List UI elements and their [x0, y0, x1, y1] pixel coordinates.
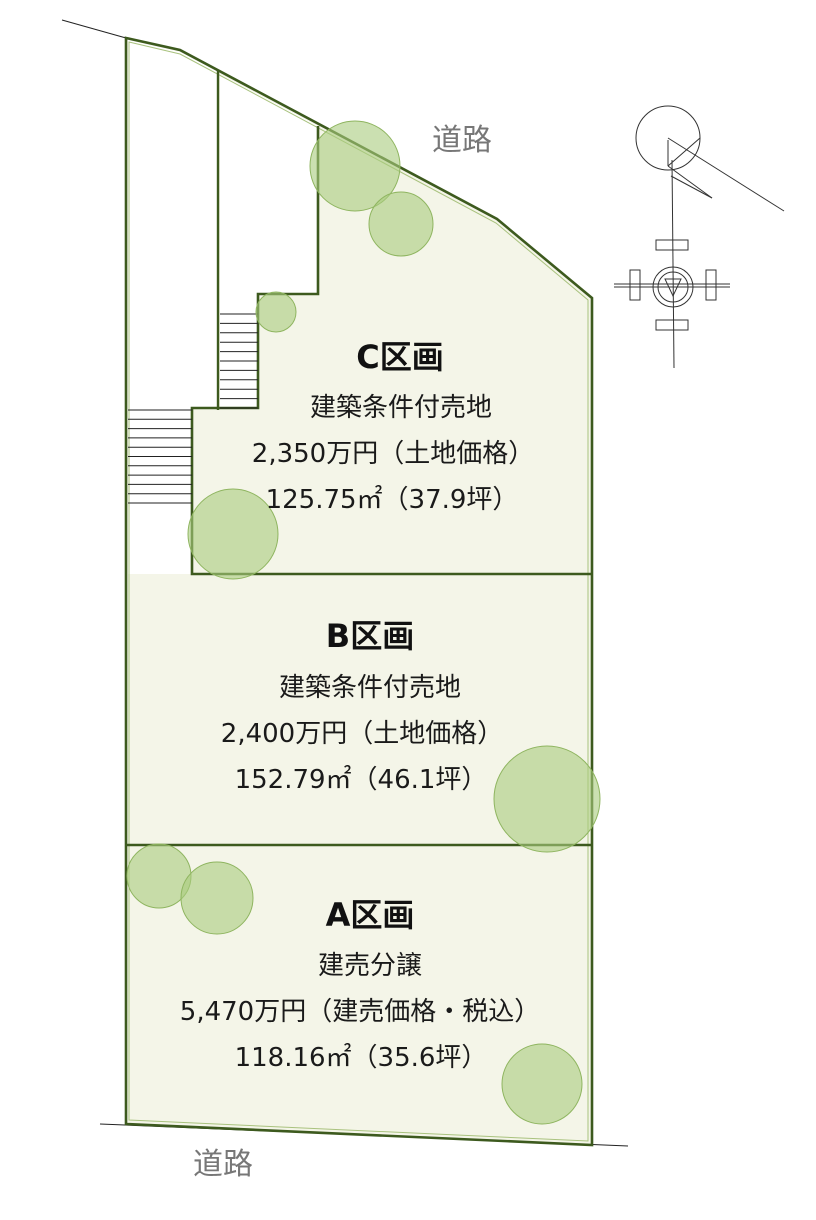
lot-c-price: 2,350万円（土地価格） — [252, 439, 534, 469]
lot-c-area: 125.75㎡（37.9坪） — [266, 485, 519, 515]
stairs-lower — [128, 409, 192, 504]
tree — [493, 745, 601, 853]
lot-a-title: A区画 — [326, 896, 415, 934]
tree — [187, 488, 279, 580]
north-arrow-icon — [614, 159, 730, 369]
stairs-upper — [220, 313, 258, 409]
lot-b-price: 2,400万円（土地価格） — [221, 719, 503, 749]
lot-a-area: 118.16㎡（35.6坪） — [235, 1043, 488, 1073]
lot-a-type: 建売分譲 — [318, 951, 422, 981]
compass-icon — [635, 105, 785, 212]
access-strip-inner — [220, 74, 318, 408]
tree — [180, 861, 254, 935]
site-outline-light — [128, 41, 589, 1142]
lot-b-area: 152.79㎡（46.1坪） — [235, 765, 488, 795]
access-strip-outer — [128, 40, 218, 574]
tree — [255, 291, 297, 333]
lot-c-title: C区画 — [356, 338, 444, 376]
tree — [368, 191, 434, 257]
tree — [501, 1043, 583, 1125]
tree — [309, 120, 401, 212]
bottom-road-label: 道路 — [193, 1147, 253, 1182]
top-road-line — [61, 19, 127, 39]
lot-b-type: 建築条件付売地 — [279, 673, 461, 703]
lot-a-price: 5,470万円（建売価格・税込） — [180, 997, 540, 1027]
lot-b-title: B区画 — [326, 617, 414, 655]
lot-c-type: 建築条件付売地 — [310, 393, 492, 423]
site-outline — [124, 36, 594, 1147]
top-road-label: 道路 — [432, 123, 492, 158]
